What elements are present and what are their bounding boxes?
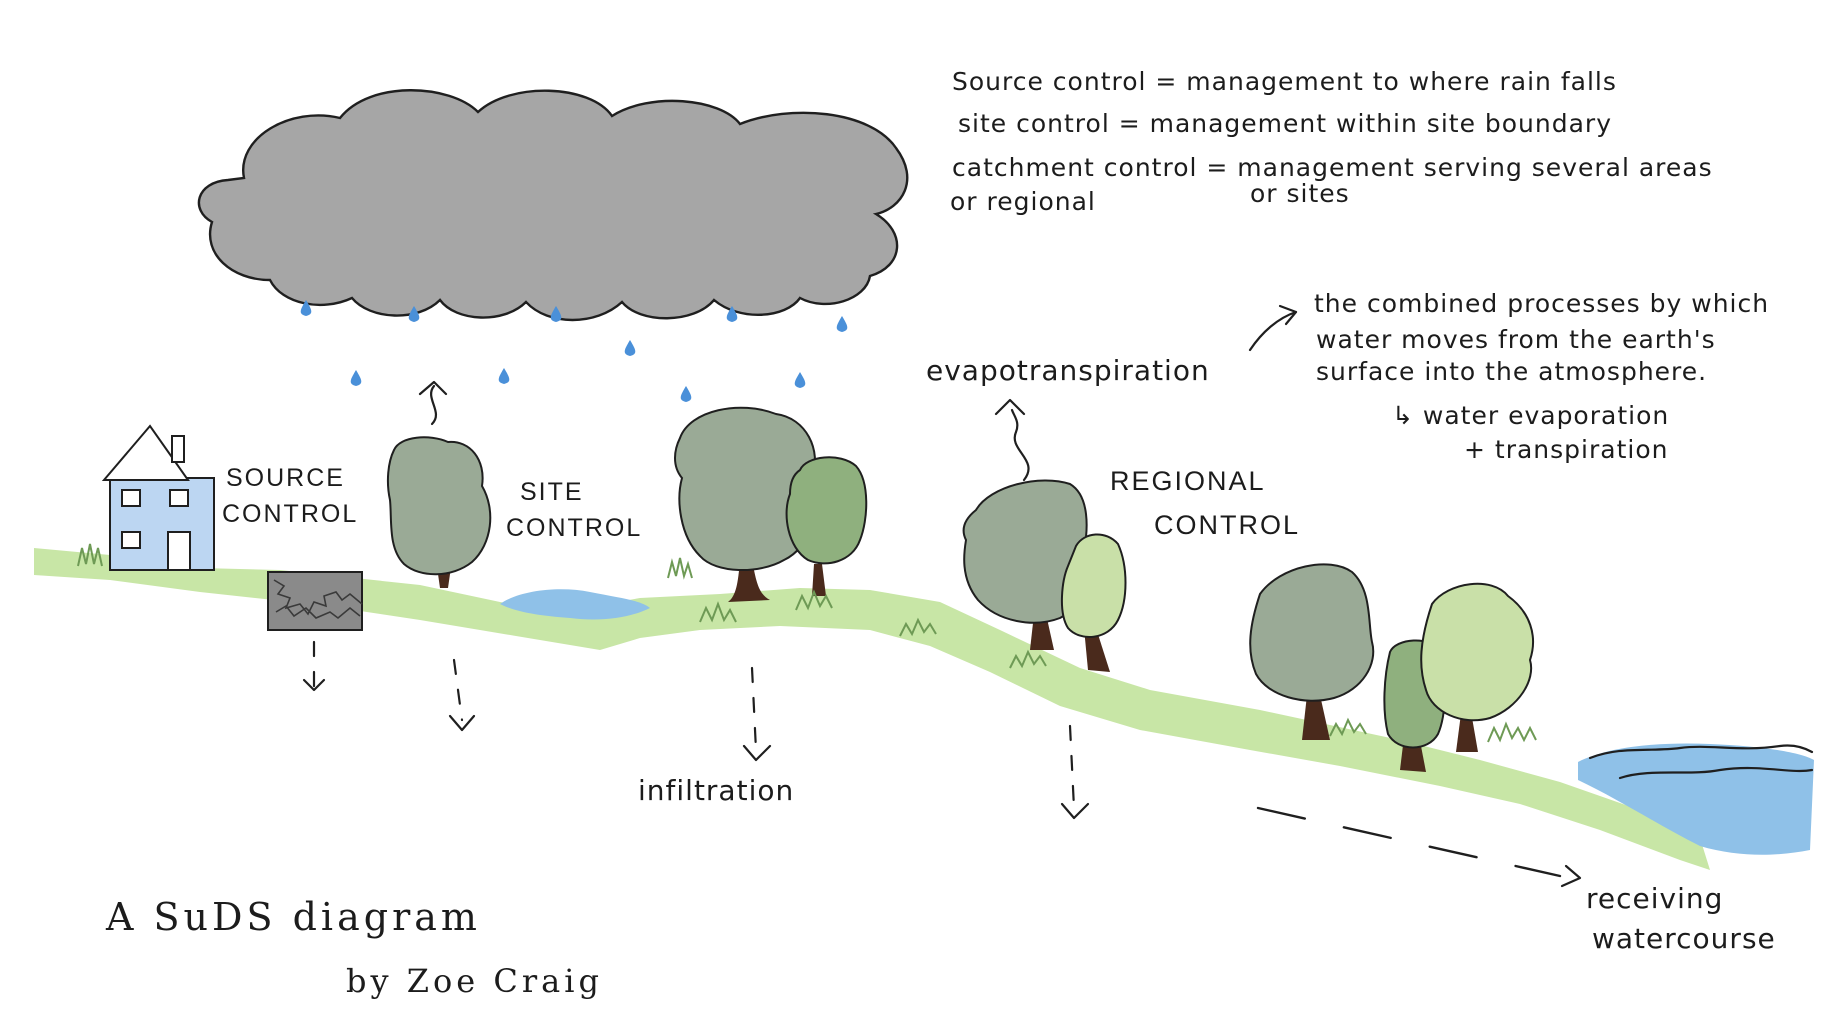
raindrop bbox=[836, 316, 848, 332]
diagram-title: A SuDS diagram bbox=[105, 895, 481, 939]
raindrop bbox=[550, 306, 562, 322]
site-control-label: CONTROL bbox=[506, 514, 642, 542]
raindrop bbox=[408, 306, 420, 322]
house-door bbox=[167, 531, 191, 571]
raindrop bbox=[726, 306, 738, 322]
house-window bbox=[121, 531, 141, 549]
evapotranspiration-label: evapotranspiration bbox=[926, 354, 1210, 387]
raindrop bbox=[498, 368, 510, 384]
diagram-author: by Zoe Craig bbox=[346, 962, 603, 1000]
tree bbox=[1420, 582, 1534, 752]
evapotranspiration-definition: ↳ water evaporation bbox=[1392, 401, 1669, 430]
evapotranspiration-definition: water moves from the earth's bbox=[1316, 325, 1716, 354]
evapotranspiration-arrow bbox=[994, 398, 1030, 482]
house-roof bbox=[101, 424, 190, 481]
definition-catchment-control-cont: or regional bbox=[950, 187, 1096, 216]
definition-catchment-control: catchment control = management serving s… bbox=[952, 153, 1713, 182]
raindrop bbox=[300, 300, 312, 316]
regional-control-label: CONTROL bbox=[1154, 510, 1300, 540]
source-control-label: SOURCE bbox=[226, 464, 345, 492]
grass-tufts bbox=[77, 543, 1537, 743]
infiltration-arrow bbox=[1060, 724, 1090, 820]
evapotranspiration-definition: the combined processes by which bbox=[1314, 289, 1769, 318]
evaporation-arrow bbox=[418, 380, 448, 426]
infiltration-label: infiltration bbox=[638, 774, 794, 807]
raindrop bbox=[624, 340, 636, 356]
infiltration-arrow bbox=[302, 640, 326, 692]
evapotranspiration-definition: surface into the atmosphere. bbox=[1316, 357, 1707, 386]
receiving-watercourse-label: receiving bbox=[1586, 882, 1723, 915]
house-chimney bbox=[171, 435, 185, 463]
raindrop bbox=[680, 386, 692, 402]
evapotranspiration-definition: + transpiration bbox=[1464, 435, 1668, 464]
rain-cloud bbox=[197, 89, 909, 322]
regional-control-label: REGIONAL bbox=[1110, 466, 1266, 496]
raindrops bbox=[300, 300, 848, 402]
tree bbox=[1060, 533, 1127, 672]
infiltration-arrow bbox=[448, 658, 476, 732]
runoff-arrow bbox=[1256, 806, 1582, 888]
site-pond bbox=[500, 589, 650, 620]
raindrop bbox=[794, 372, 806, 388]
source-control-label: CONTROL bbox=[222, 500, 358, 528]
tree bbox=[674, 406, 819, 602]
definition-catchment-control-cont: or sites bbox=[1250, 179, 1350, 208]
site-control-label: SITE bbox=[520, 478, 584, 506]
raindrop bbox=[350, 370, 362, 386]
receiving-watercourse-label: watercourse bbox=[1592, 922, 1776, 955]
tree bbox=[785, 456, 868, 596]
house-window bbox=[169, 489, 189, 507]
house-window bbox=[121, 489, 141, 507]
infiltration-trench bbox=[267, 571, 363, 631]
receiving-watercourse bbox=[1578, 743, 1814, 855]
definition-source-control: Source control = management to where rai… bbox=[952, 67, 1617, 96]
house bbox=[101, 424, 215, 571]
infiltration-arrow bbox=[742, 666, 772, 762]
tree bbox=[1249, 563, 1375, 740]
definition-pointer-arrow bbox=[1248, 304, 1298, 352]
definition-site-control: site control = management within site bo… bbox=[958, 109, 1612, 138]
tree bbox=[386, 436, 492, 588]
ground-strip bbox=[34, 548, 1710, 870]
